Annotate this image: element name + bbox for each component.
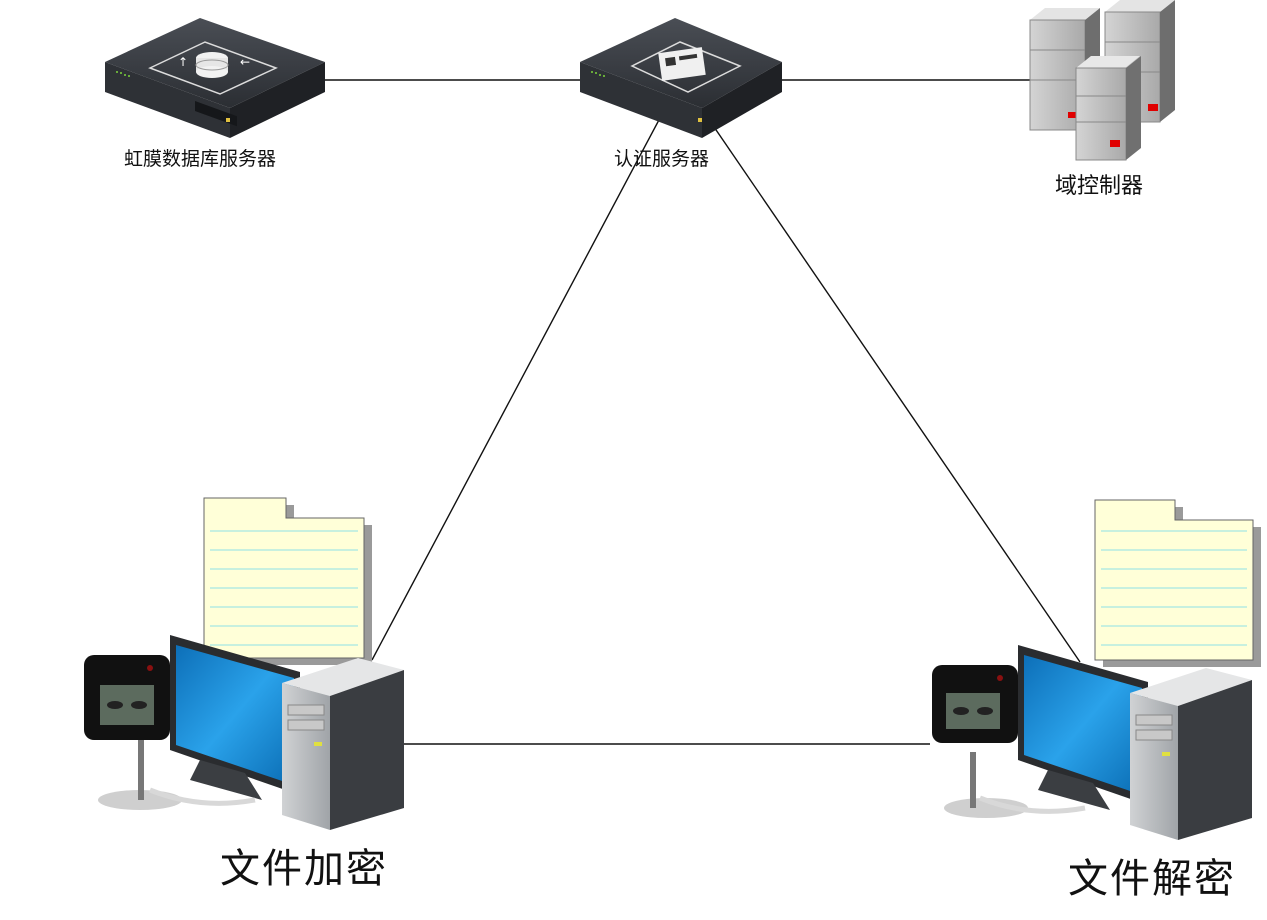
svg-text:←: ←	[240, 55, 250, 69]
rack-server-auth-icon	[580, 18, 782, 138]
iris-scanner-icon	[84, 655, 256, 810]
monitor-icon	[1018, 645, 1148, 810]
workstation-iris-scanner-icon	[932, 499, 1261, 840]
edge-auth-encrypt	[371, 117, 661, 661]
tower-servers-icon	[1029, 0, 1175, 161]
pc-tower-icon	[1130, 668, 1252, 840]
auth-server-label: 认证服务器	[614, 148, 710, 170]
connections	[325, 79, 1081, 745]
workstation-iris-scanner-icon	[84, 497, 404, 830]
iris-scanner-icon	[932, 665, 1086, 818]
document-icon	[1094, 499, 1261, 667]
iris-db-server-label: 虹膜数据库服务器	[124, 148, 277, 170]
domain-controller-label: 域控制器	[1055, 174, 1144, 199]
monitor-icon	[170, 635, 300, 800]
edge-auth-decrypt	[711, 123, 1081, 663]
svg-text:↑: ↑	[178, 55, 188, 69]
rack-server-database-icon: ↑ ←	[105, 18, 325, 138]
encrypt-workstation-label: 文件加密	[220, 846, 388, 892]
document-icon	[203, 497, 372, 665]
pc-tower-icon	[282, 658, 404, 830]
decrypt-workstation-label: 文件解密	[1068, 856, 1236, 902]
